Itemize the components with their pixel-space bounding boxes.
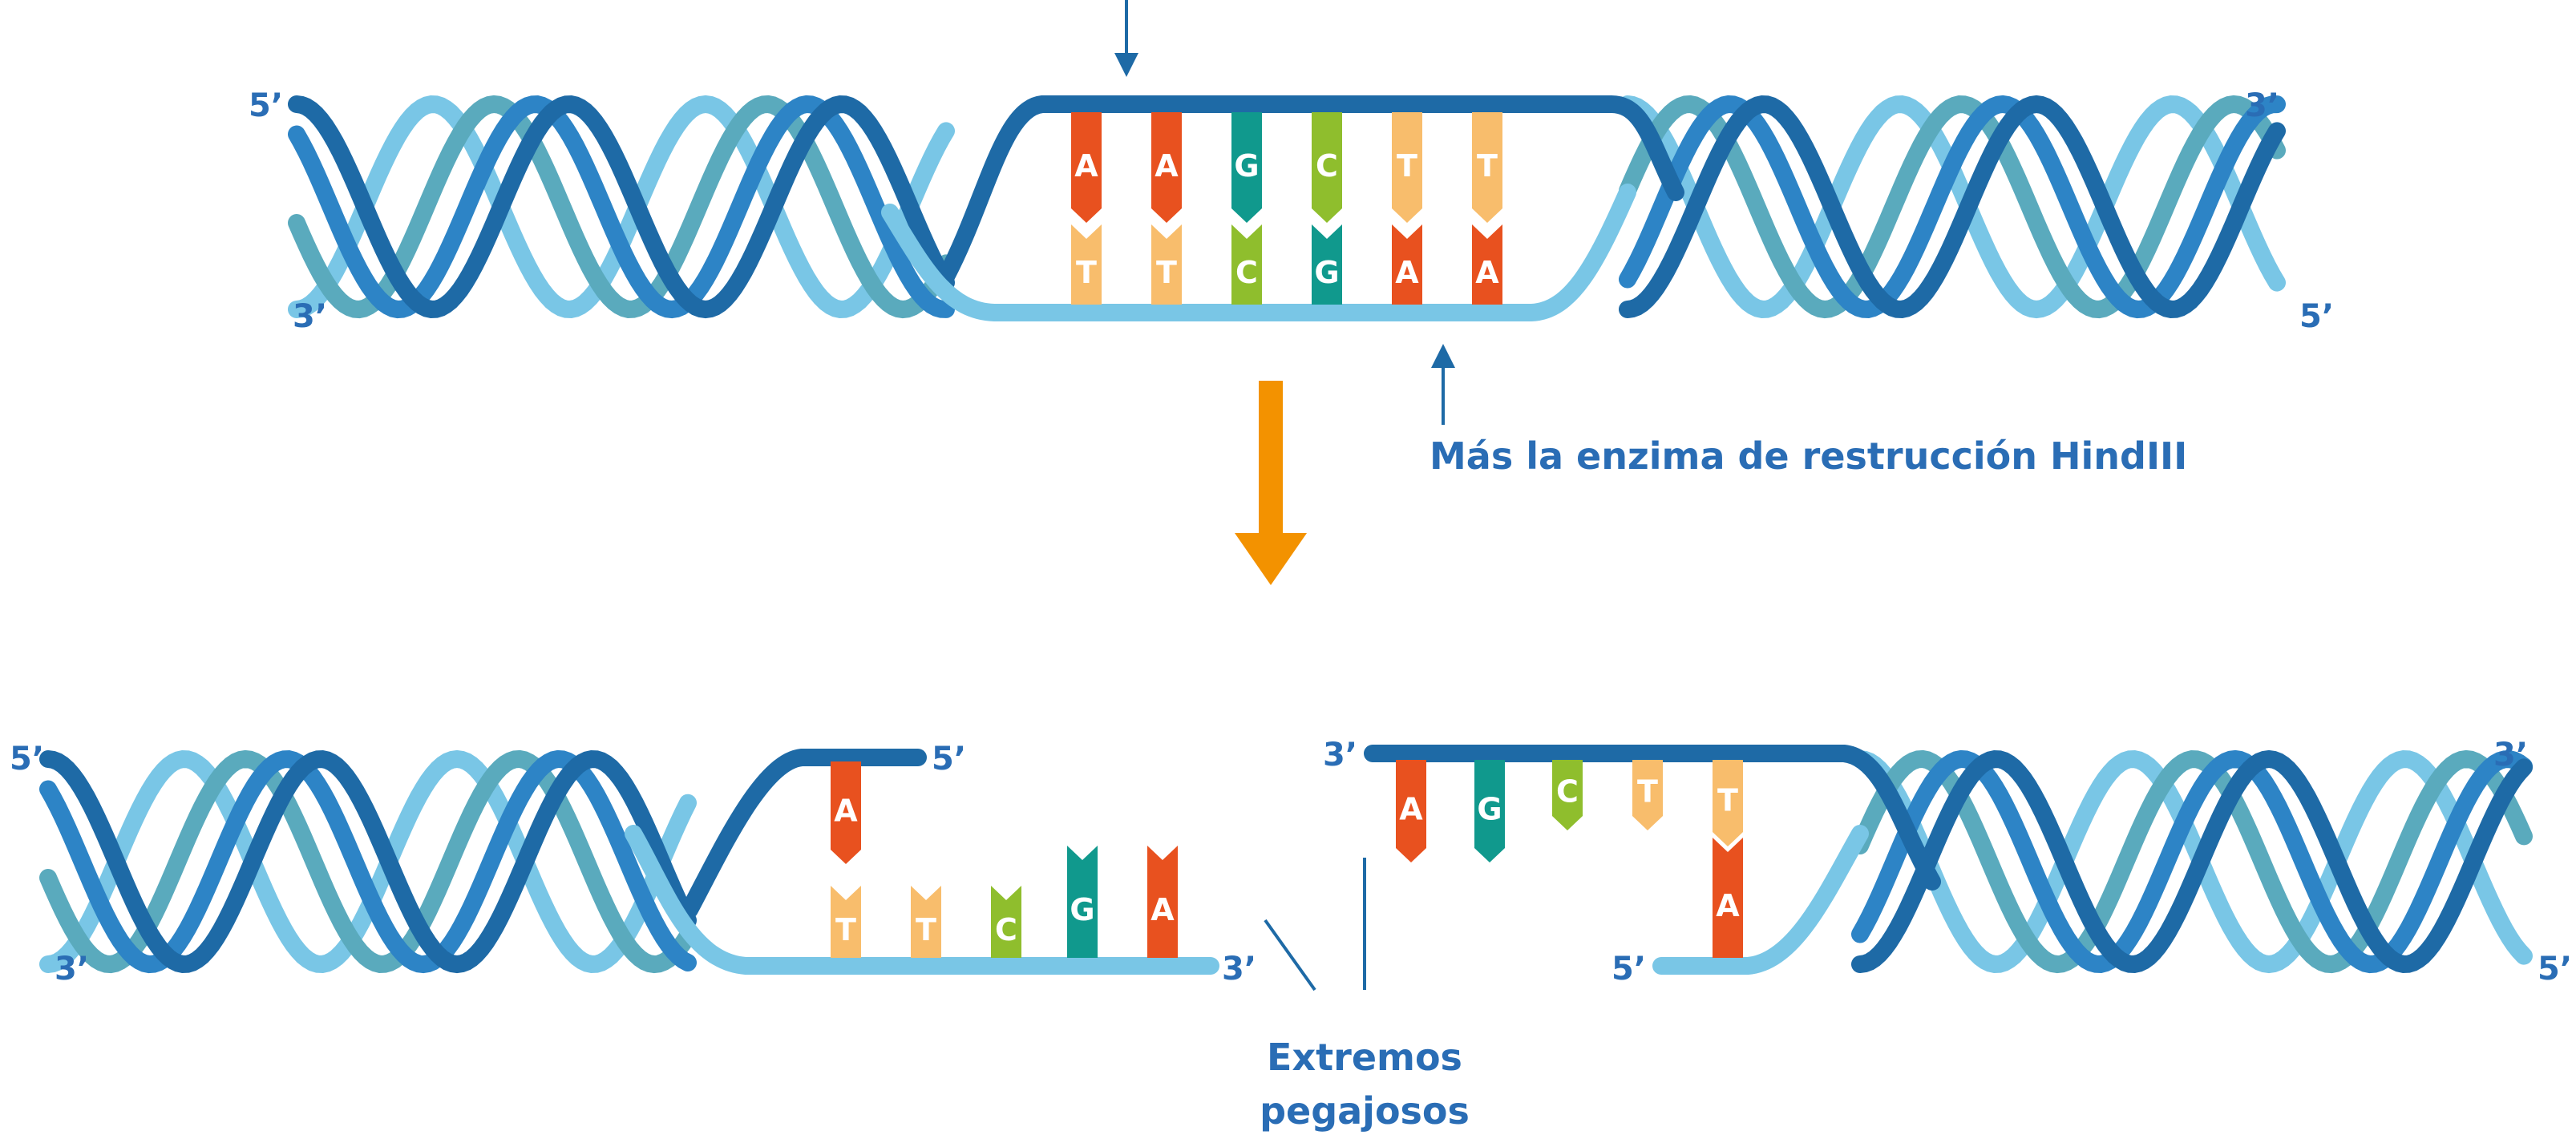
top-cut-arrow (1114, 0, 1138, 77)
bottom-cut-arrow (1431, 344, 1455, 425)
right-frag-top-base-4-letter: T (1637, 774, 1658, 810)
process-arrow (1235, 381, 1307, 585)
top-right-helix-strand-teal (1619, 95, 2286, 319)
bottom-strand-base-5-letter: A (1395, 255, 1419, 290)
right-frag-helix-strand-dark (1851, 749, 2533, 973)
top-left-helix-strand-mid (288, 95, 955, 319)
right-frag-top-base-4: T (1632, 760, 1663, 830)
top-base-pairs: A A G C T T T T C G A A (1071, 112, 1502, 305)
right-frag-bottom-right-label: 5’ (2538, 951, 2572, 988)
top-left-lower-label: 3’ (293, 298, 327, 335)
sticky-label-line2: pegajosos (1260, 1089, 1470, 1133)
top-left-helix-strand-teal (288, 95, 955, 319)
bottom-strand-base-2: T (1151, 224, 1182, 305)
right-frag-top-base-5-letter: T (1717, 783, 1738, 818)
left-frag-bottom-base-5-letter: A (1151, 892, 1175, 927)
left-frag-helix-strand-dark (39, 750, 697, 974)
left-frag-top-left-label: 5’ (10, 741, 44, 778)
left-frag-upper-strand-end (681, 749, 927, 919)
bottom-strand-base-1-letter: T (1076, 255, 1097, 290)
right-frag-top-base-3: C (1552, 760, 1583, 830)
top-strand-base-2: A (1151, 112, 1182, 223)
right-frag-top-base-1-letter: A (1399, 792, 1423, 827)
right-frag-top-start-label: 3’ (1323, 737, 1357, 773)
left-frag-bottom-base-2-letter: T (916, 912, 936, 947)
sticky-label-line1: Extremos (1267, 1036, 1462, 1079)
bottom-strand-base-5: A (1392, 224, 1422, 305)
left-frag-bottom-base-1: T (831, 886, 861, 958)
left-frag-bottom-base-2: T (911, 886, 941, 958)
left-fragment-bases: A T T C G A (831, 761, 1178, 958)
top-strand-base-6-letter: T (1477, 148, 1498, 184)
top-strand-base-1-letter: A (1074, 148, 1098, 184)
left-frag-top-end-label: 5’ (932, 741, 966, 778)
sticky-ends-callout: Extremos pegajosos (1260, 858, 1470, 1133)
bottom-strand-base-3: C (1231, 224, 1262, 305)
top-strand-base-5: T (1392, 112, 1422, 223)
bottom-strand-base-4-letter: G (1314, 255, 1339, 290)
top-strand-base-6: T (1472, 112, 1502, 223)
bottom-strand-base-4: G (1312, 224, 1342, 305)
left-frag-bottom-left-label: 3’ (55, 951, 89, 988)
bottom-strand-base-3-letter: C (1235, 255, 1258, 290)
left-frag-bottom-base-4-letter: G (1070, 892, 1094, 927)
left-frag-bottom-base-5: A (1147, 846, 1178, 958)
right-frag-top-base-5: T (1713, 760, 1743, 846)
top-right-upper-label: 3’ (2245, 87, 2279, 124)
top-open-lower-strand (881, 184, 1636, 321)
top-right-helix (1619, 95, 2286, 319)
left-fragment-helix (39, 749, 697, 974)
right-frag-top-base-2: G (1474, 760, 1505, 862)
top-strand-base-4: C (1312, 112, 1342, 223)
bottom-strand-base-2-letter: T (1156, 255, 1177, 290)
left-dna-fragment: A T T C G A 5’ 3’ 5’ 3’ (10, 741, 1256, 988)
bottom-strand-base-6: A (1472, 224, 1502, 305)
top-left-helix (288, 95, 955, 319)
right-frag-lower-strand-end (1652, 825, 1869, 975)
right-frag-helix-strand-mid (1851, 749, 2533, 974)
top-right-lower-label: 5’ (2299, 298, 2334, 335)
left-frag-bottom-base-1-letter: T (835, 912, 856, 947)
left-frag-bottom-end-label: 3’ (1222, 951, 1256, 988)
left-frag-top-base-1: A (831, 761, 861, 864)
left-frag-helix-strand-teal (39, 749, 697, 974)
right-frag-helix-strand-light (1851, 750, 2533, 974)
right-frag-top-base-1: A (1396, 760, 1426, 862)
top-strand-base-1: A (1071, 112, 1102, 223)
sticky-pointer-left (1264, 919, 1316, 992)
top-strand-base-5-letter: T (1397, 148, 1417, 184)
right-frag-bottom-base-1: A (1713, 838, 1743, 958)
top-strand-base-3-letter: G (1234, 148, 1259, 184)
top-left-helix-strand-dark (288, 95, 955, 319)
top-strand-base-3: G (1231, 112, 1262, 223)
left-frag-bottom-base-3: C (991, 886, 1021, 958)
right-frag-helix-strand-teal (1851, 749, 2533, 974)
right-frag-top-right-label: 3’ (2493, 737, 2528, 773)
right-fragment-bases: A G C T T A (1396, 760, 1743, 958)
right-dna-fragment: A G C T T A 3’ 5’ 3’ 5’ (1323, 737, 2572, 988)
left-frag-lower-strand-end (625, 825, 1219, 975)
left-frag-top-base-1-letter: A (834, 794, 858, 829)
top-strand-base-2-letter: A (1155, 148, 1179, 184)
right-frag-top-base-2-letter: G (1477, 792, 1502, 827)
right-frag-upper-strand-end (1364, 745, 1941, 891)
right-frag-top-base-3-letter: C (1556, 774, 1579, 810)
bottom-strand-base-6-letter: A (1475, 255, 1499, 290)
right-fragment-helix (1851, 749, 2533, 974)
right-frag-bottom-base-1-letter: A (1716, 888, 1740, 923)
top-strand-base-4-letter: C (1316, 148, 1338, 184)
top-right-helix-strand-dark (1619, 95, 2286, 318)
left-frag-bottom-base-4: G (1067, 846, 1098, 958)
enzyme-label: Más la enzima de restrucción HindIII (1430, 434, 2187, 478)
top-dna-molecule: A A G C T T T T C G A A 5’ 3’ 3’ 5’ Más la enzima d… (249, 0, 2334, 478)
top-right-helix-strand-mid (1619, 95, 2286, 319)
bottom-strand-base-1: T (1071, 224, 1102, 305)
right-frag-bottom-start-label: 5’ (1612, 951, 1646, 988)
left-frag-bottom-base-3-letter: C (995, 912, 1017, 947)
top-open-upper-strand (937, 95, 1684, 285)
top-left-upper-label: 5’ (249, 87, 283, 124)
